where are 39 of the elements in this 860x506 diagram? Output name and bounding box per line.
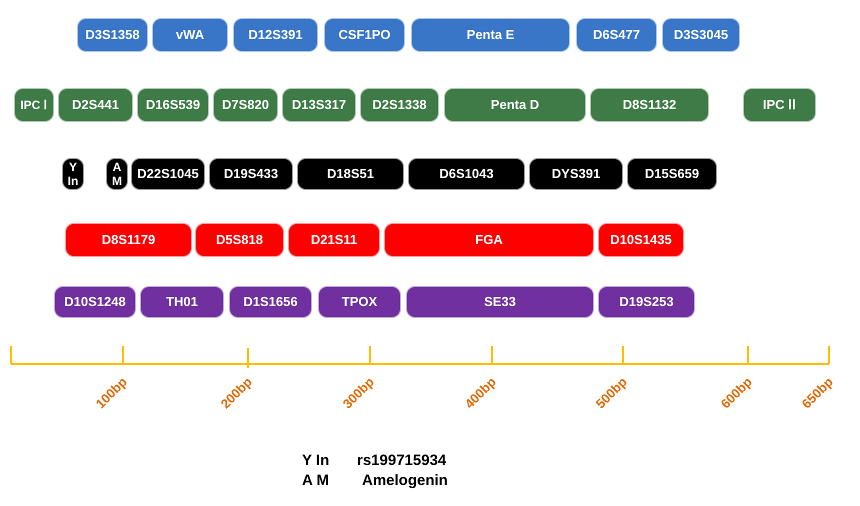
marker-box: D6S477 (576, 18, 657, 52)
marker-box: D10S1248 (54, 286, 136, 318)
marker-box: D15S659 (627, 158, 717, 190)
marker-box: DYS391 (529, 158, 623, 190)
marker-box: D3S3045 (662, 18, 740, 52)
key-description: Amelogenin (362, 472, 448, 489)
marker-box: D10S1435 (598, 223, 684, 257)
marker-box: D8S1179 (65, 223, 192, 257)
marker-box: Y In (62, 158, 84, 190)
marker-box: D2S1338 (360, 88, 439, 122)
key-term: Y In (302, 452, 330, 469)
marker-box: Penta E (411, 18, 570, 52)
marker-box: D2S441 (58, 88, 133, 122)
marker-box: D8S1132 (590, 88, 709, 122)
marker-box: Penta D (444, 88, 586, 122)
marker-box: D22S1045 (131, 158, 205, 190)
marker-box: D21S11 (288, 223, 380, 257)
key-description: rs199715934 (357, 452, 446, 469)
marker-box: FGA (384, 223, 594, 257)
marker-box: D12S391 (233, 18, 318, 52)
marker-box: D5S818 (195, 223, 284, 257)
key-term: A M (302, 472, 329, 489)
marker-box: D16S539 (137, 88, 209, 122)
marker-box: D6S1043 (408, 158, 525, 190)
marker-box: TH01 (140, 286, 224, 318)
marker-box: CSF1PO (324, 18, 405, 52)
marker-box: SE33 (406, 286, 594, 318)
marker-box: D7S820 (213, 88, 278, 122)
marker-box: IPC ⅠⅠ (743, 88, 816, 122)
marker-box: TPOX (318, 286, 401, 318)
marker-box: D18S51 (297, 158, 404, 190)
marker-box: A M (106, 158, 128, 190)
marker-box: D3S1358 (77, 18, 148, 52)
marker-box: D1S1656 (229, 286, 312, 318)
marker-box: D13S317 (282, 88, 356, 122)
marker-box: IPC Ⅰ (14, 88, 54, 122)
marker-box: vWA (152, 18, 228, 52)
marker-box: D19S253 (598, 286, 695, 318)
marker-box: D19S433 (209, 158, 293, 190)
